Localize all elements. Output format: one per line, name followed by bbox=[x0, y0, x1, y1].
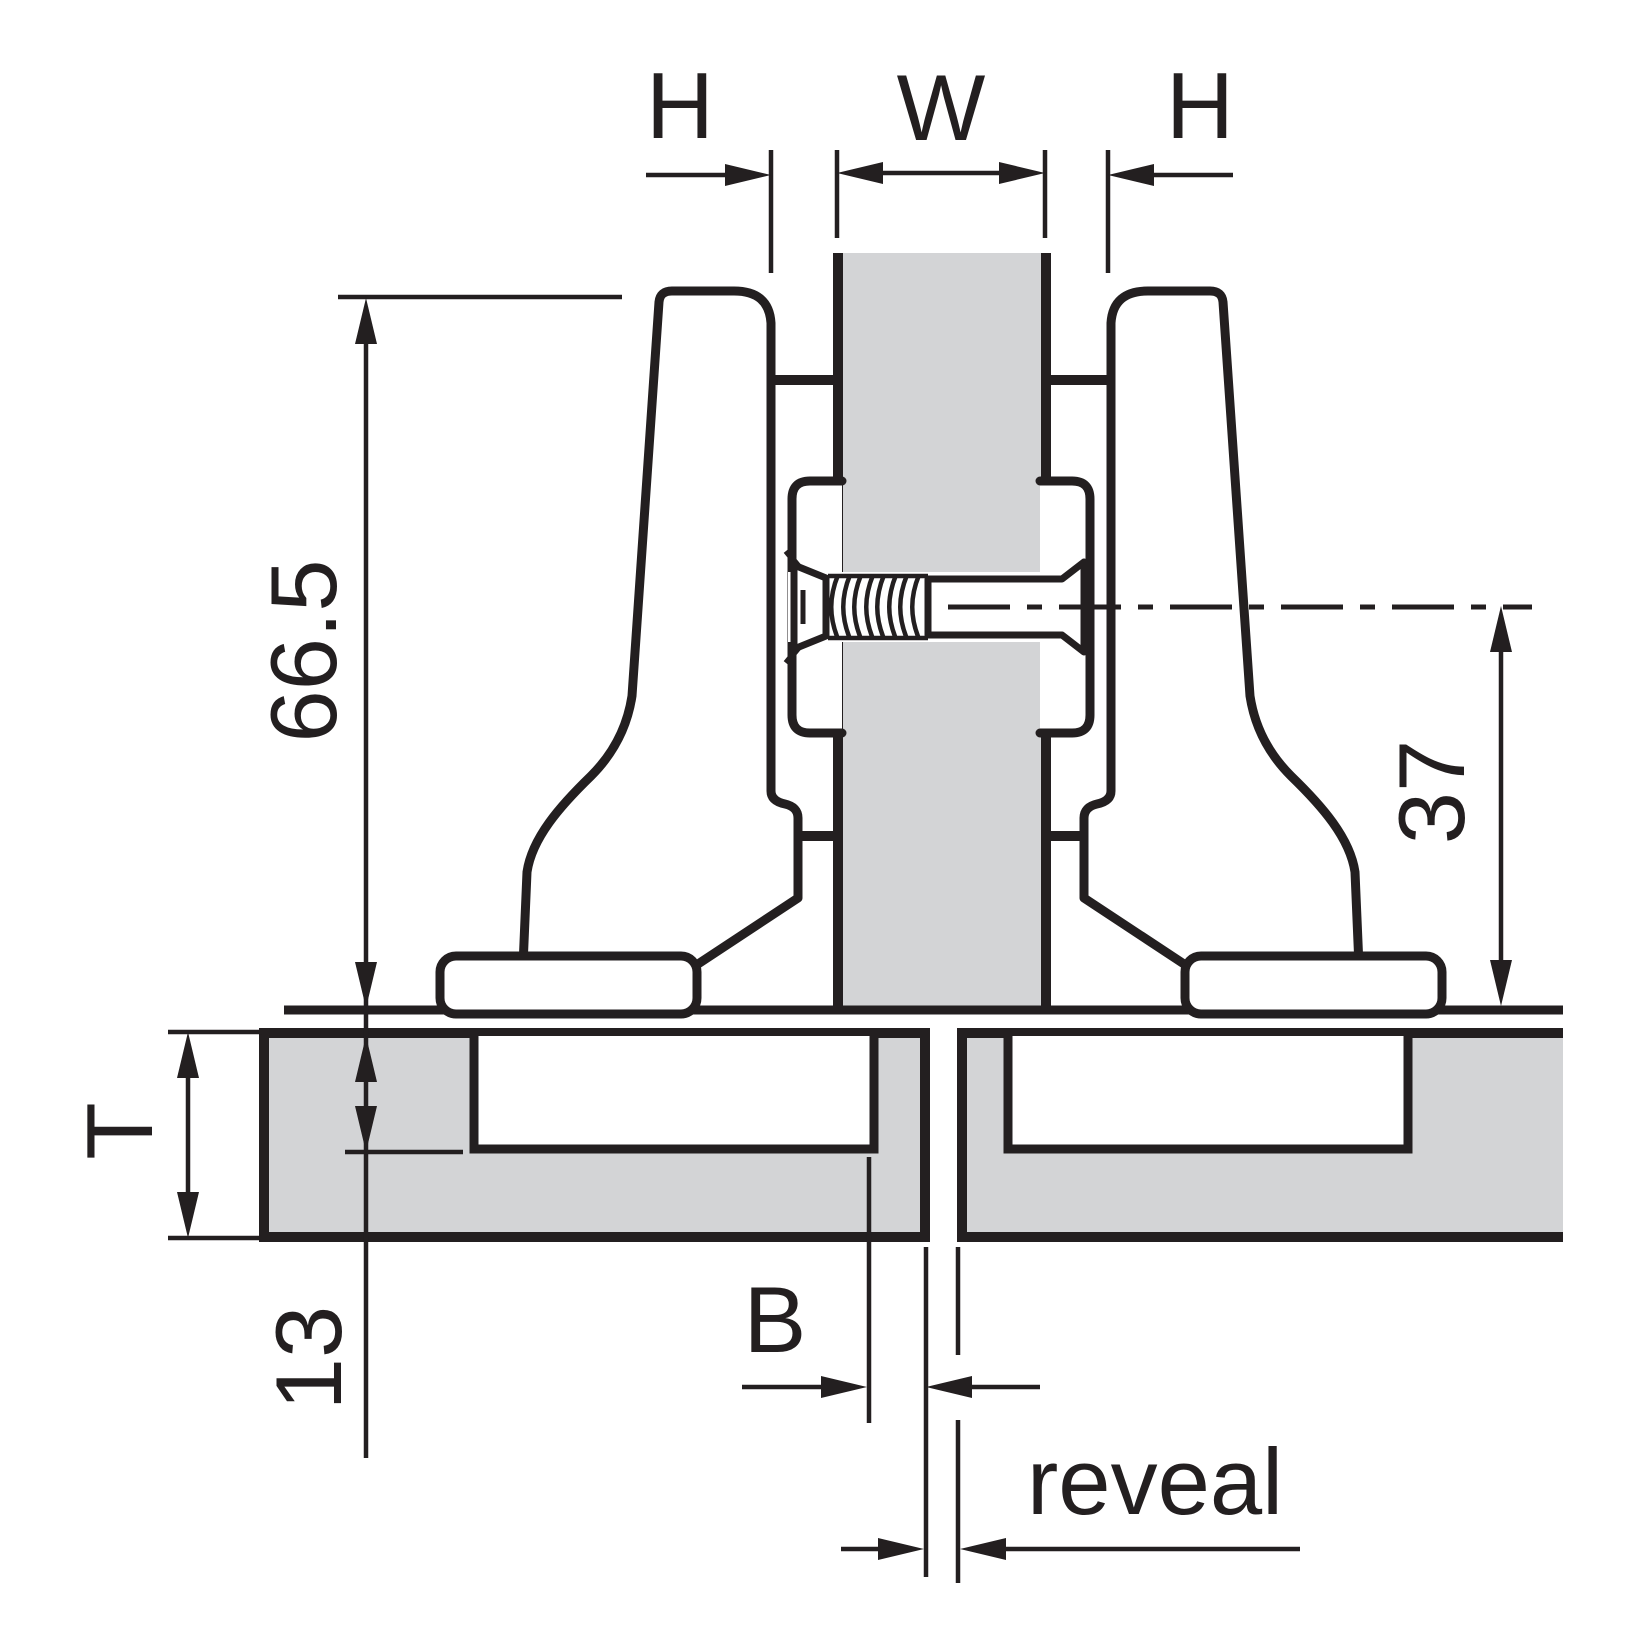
label-reveal: reveal bbox=[1027, 1429, 1283, 1534]
dimensions bbox=[168, 150, 1512, 1583]
arrowhead-down bbox=[177, 1192, 199, 1238]
arrowhead-up bbox=[355, 1036, 377, 1082]
arrowhead-left bbox=[926, 1376, 972, 1398]
hinge-arm-left bbox=[518, 286, 803, 971]
dim-bore-distance-B bbox=[742, 1157, 1040, 1423]
mounting-foot-left bbox=[435, 951, 702, 1019]
arrowhead-left bbox=[960, 1538, 1006, 1560]
label-hinge-height: 66.5 bbox=[251, 560, 356, 743]
arrowhead-down bbox=[1490, 960, 1512, 1006]
dim-reveal bbox=[841, 1247, 1300, 1583]
arrowhead-up bbox=[1490, 606, 1512, 652]
structure bbox=[259, 253, 1563, 1242]
dim-hinge-height-66-5 bbox=[338, 294, 622, 1458]
screw-head bbox=[790, 561, 830, 653]
arrowhead-right bbox=[725, 164, 771, 186]
label-bore-distance: B bbox=[744, 1267, 807, 1372]
arrowhead-right bbox=[821, 1376, 867, 1398]
screw-threads bbox=[829, 574, 922, 640]
dim-cup-depth-13 bbox=[345, 1036, 463, 1155]
label-cup-depth: 13 bbox=[256, 1306, 361, 1411]
dim-overlay-right-H bbox=[1105, 150, 1233, 273]
dim-door-thickness-T bbox=[168, 1029, 262, 1241]
label-axis-distance: 37 bbox=[1379, 740, 1484, 845]
arrowhead-down bbox=[355, 1106, 377, 1152]
label-overlay-left: H bbox=[646, 53, 714, 158]
arrowhead-right bbox=[999, 162, 1045, 184]
label-panel-width: W bbox=[897, 55, 986, 160]
arrowhead-left bbox=[1108, 164, 1154, 186]
cup-recess-right bbox=[1003, 1036, 1413, 1154]
arrowhead-up bbox=[177, 1032, 199, 1078]
mounting-foot-right bbox=[1180, 951, 1447, 1019]
arrowhead-right bbox=[878, 1538, 924, 1560]
dim-panel-width-W bbox=[834, 150, 1048, 238]
labels: H W H 66.5 37 T 13 B reveal bbox=[67, 53, 1484, 1534]
drawing-root: H W H 66.5 37 T 13 B reveal bbox=[67, 53, 1563, 1583]
arrowhead-left bbox=[837, 162, 883, 184]
thread-boundaries bbox=[828, 573, 928, 641]
arrowhead-down bbox=[355, 962, 377, 1008]
label-overlay-right: H bbox=[1166, 53, 1234, 158]
plate-tabs bbox=[771, 375, 1111, 841]
label-door-thickness: T bbox=[67, 1102, 172, 1159]
cup-recess-left bbox=[469, 1036, 879, 1154]
arrowhead-up bbox=[355, 298, 377, 344]
dim-axis-distance-37 bbox=[1490, 606, 1512, 1006]
dim-overlay-left-H bbox=[646, 150, 774, 273]
hinge-arm-right bbox=[1079, 286, 1364, 971]
